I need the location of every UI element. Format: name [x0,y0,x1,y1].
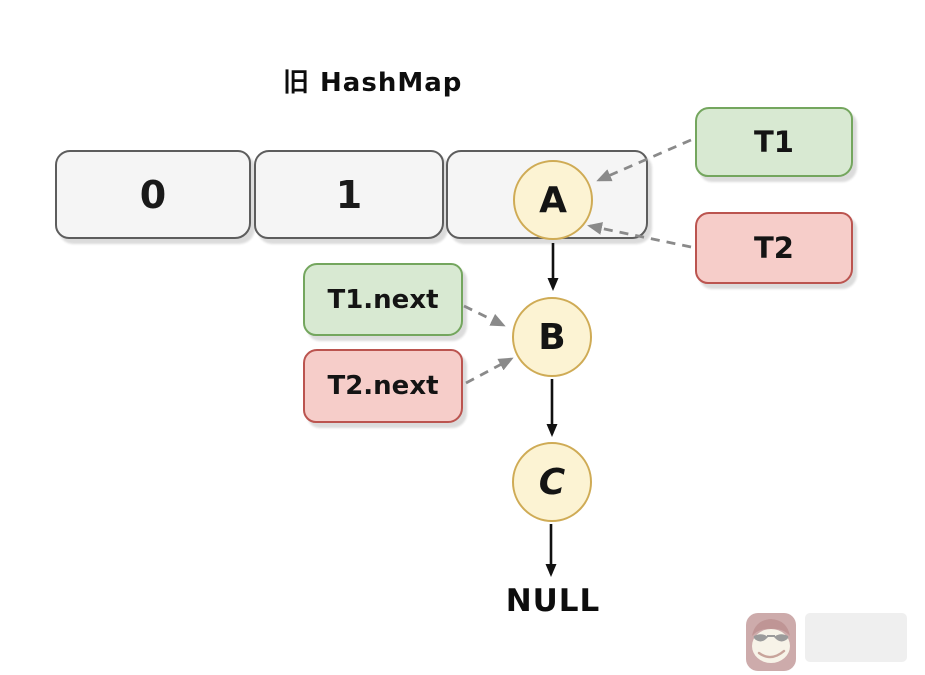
bucket-cell-label: 0 [139,172,167,217]
pointer-label: T1 [754,125,794,159]
pointer-label: T1.next [327,284,439,315]
diagram-title: 旧 HashMap [283,68,463,98]
arrow-t1next-to-node-b [463,304,506,327]
monkey-with-sunglasses-icon [746,613,796,671]
pointer-label: T2 [754,231,794,265]
bucket-cell-0: 0 [55,150,251,239]
node-label: B [538,316,566,358]
pointer-box-t1: T1 [695,107,853,177]
bucket-cell-1: 1 [254,150,444,239]
node-label: C [538,461,566,503]
watermark-text-block [805,613,907,662]
watermark [745,610,925,671]
list-node-c: C [512,442,592,522]
node-label: A [539,179,567,221]
pointer-box-t2: T2 [695,212,853,284]
pointer-box-t2-next: T2.next [303,349,463,423]
pointer-label: T2.next [327,371,439,401]
arrow-t2next-to-node-b [465,357,514,385]
bucket-cell-label: 1 [335,172,363,217]
null-terminator-label: NULL [505,583,601,619]
list-node-a: A [513,160,593,240]
pointer-box-t1-next: T1.next [303,263,463,336]
list-node-b: B [512,297,592,377]
